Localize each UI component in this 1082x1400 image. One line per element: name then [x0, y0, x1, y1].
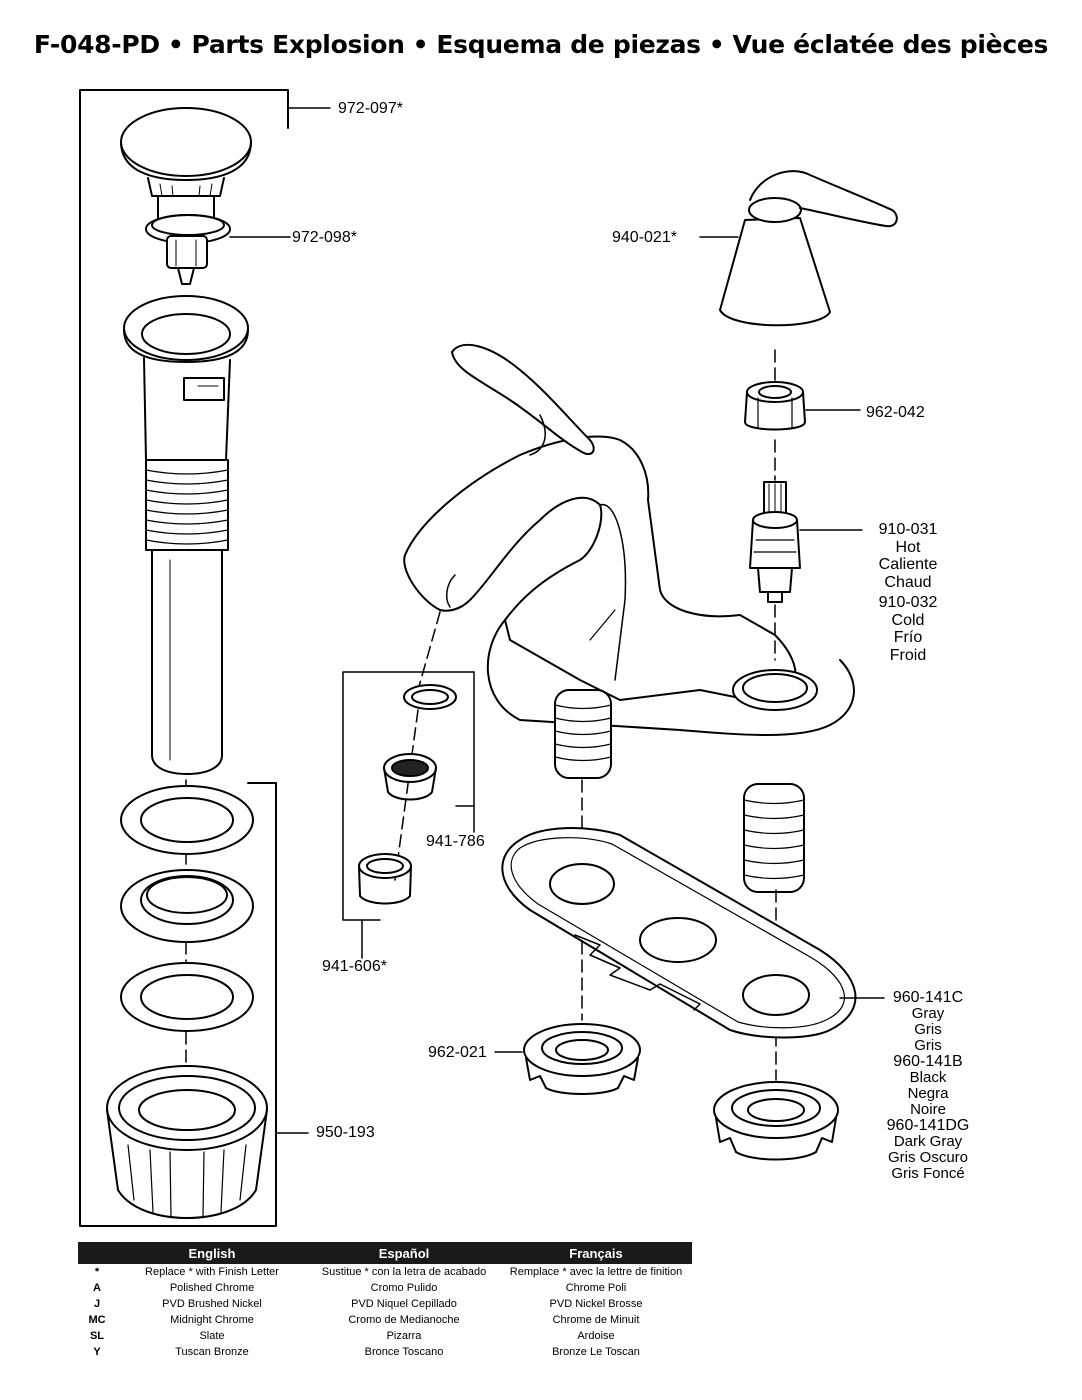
legend-row: Y Tuscan Bronze Bronce Toscano Bronze Le…: [78, 1344, 692, 1360]
finish-english: Midnight Chrome: [170, 1314, 254, 1326]
callout-962-021: 962-021: [428, 1044, 487, 1061]
callout-941-606: 941-606*: [322, 958, 387, 975]
callout-960-141b: 960-141B: [893, 1053, 963, 1070]
aerator-insert: [383, 753, 437, 801]
callout-960-141-group: 960-141C Gray Gris Gris 960-141B Black N…: [882, 990, 974, 1182]
legend-row: A Polished Chrome Cromo Pulido Chrome Po…: [78, 1280, 692, 1296]
finish-english: Polished Chrome: [169, 1282, 255, 1294]
color-gray-fr: Gris: [914, 1037, 942, 1054]
color-dark-gray-es: Gris Oscuro: [887, 1149, 968, 1166]
finish-french: Chrome de Minuit: [552, 1314, 640, 1326]
right-handle: [699, 170, 898, 327]
finish-legend-table: English Español Français * Replace * wit…: [78, 1242, 692, 1360]
title-separator: •: [708, 30, 725, 59]
finish-code: A: [93, 1282, 101, 1294]
finish-cold-es: Frío: [893, 629, 923, 646]
finish-code: MC: [88, 1314, 106, 1326]
finish-code: SL: [89, 1330, 105, 1342]
callout-910-031: 910-031: [878, 521, 938, 538]
color-dark-gray-fr: Gris Foncé: [891, 1165, 965, 1182]
aerator-washer: [403, 684, 457, 710]
handle-adapter: [744, 381, 861, 431]
callout-972-097: 972-097*: [338, 100, 403, 117]
callout-941-786: 941-786: [426, 833, 485, 850]
title-english: Parts Explosion: [191, 30, 405, 59]
title-french: Vue éclatée des pièces: [732, 30, 1049, 59]
finish-french: Ardoise: [577, 1330, 615, 1342]
drain-assembly-bracket: [79, 89, 331, 1227]
finish-spanish: PVD Niquel Cepillado: [351, 1298, 457, 1310]
finish-cold-en: Cold: [891, 611, 925, 629]
legend-header-row: English Español Français: [78, 1242, 692, 1264]
callout-972-098: 972-098*: [292, 229, 357, 246]
finish-french: Chrome Poli: [565, 1282, 627, 1294]
model-number: F-048-PD: [33, 30, 160, 59]
drain-body: [123, 295, 249, 775]
title-spanish: Esquema de piezas: [436, 30, 701, 59]
finish-english: PVD Brushed Nickel: [162, 1298, 262, 1310]
finish-hot-en: Hot: [895, 538, 921, 556]
color-black-en: Black: [909, 1069, 947, 1086]
color-black-fr: Noire: [910, 1101, 946, 1118]
legend-row: * Replace * with Finish Letter Sustitue …: [78, 1264, 692, 1280]
color-dark-gray-en: Dark Gray: [893, 1133, 963, 1150]
color-black-es: Negra: [907, 1085, 949, 1102]
title-separator: •: [412, 30, 429, 59]
finish-hot-fr: Chaud: [884, 573, 932, 591]
legend-header-code: [78, 1242, 116, 1264]
legend-row: MC Midnight Chrome Cromo de Medianoche C…: [78, 1312, 692, 1328]
legend-row: SL Slate Pizarra Ardoise: [78, 1328, 692, 1344]
legend-header-spanish: Español: [308, 1242, 500, 1264]
stopper-body: [145, 195, 291, 285]
faucet-body: [403, 343, 855, 893]
stopper-cap: [120, 107, 252, 197]
drain-washer: [120, 785, 254, 855]
legend-header-english: English: [116, 1242, 308, 1264]
escutcheon-plate: [501, 827, 885, 1039]
finish-french: Bronze Le Toscan: [552, 1346, 640, 1358]
color-gray-en: Gray: [911, 1005, 945, 1022]
drain-nut-ring: [120, 869, 254, 943]
callout-910-032: 910-032: [878, 594, 938, 611]
drain-gasket: [120, 962, 254, 1032]
callout-910-031-group: 910-031 Hot Caliente Chaud 910-032 Cold …: [866, 521, 950, 664]
finish-french: PVD Nickel Brosse: [549, 1298, 643, 1310]
finish-english: Tuscan Bronze: [175, 1346, 249, 1358]
finish-code: Y: [93, 1346, 101, 1358]
finish-code: J: [93, 1298, 101, 1310]
finish-spanish: Pizarra: [386, 1330, 422, 1342]
mounting-nut-left: [494, 1023, 641, 1095]
finish-english: Replace * with Finish Letter: [145, 1266, 279, 1278]
aerator-bracket: [342, 671, 475, 959]
finish-spanish: Sustitue * con la letra de acabado: [321, 1266, 487, 1278]
drain-locknut: [106, 1065, 268, 1219]
finish-code: *: [94, 1266, 100, 1278]
finish-spanish: Bronce Toscano: [364, 1346, 444, 1358]
callout-960-141dg: 960-141DG: [886, 1117, 970, 1134]
finish-english: Slate: [199, 1330, 225, 1342]
callout-950-193: 950-193: [316, 1124, 375, 1141]
aerator-housing: [358, 853, 412, 905]
mounting-nut-right: [713, 1081, 839, 1161]
legend-row: J PVD Brushed Nickel PVD Niquel Cepillad…: [78, 1296, 692, 1312]
page-title: F-048-PD•Parts Explosion•Esquema de piez…: [0, 30, 1082, 59]
finish-hot-es: Caliente: [878, 556, 938, 573]
callout-962-042: 962-042: [866, 404, 925, 421]
legend-header-french: Français: [500, 1242, 692, 1264]
callout-960-141c: 960-141C: [892, 989, 964, 1006]
callout-940-021: 940-021*: [612, 229, 677, 246]
finish-spanish: Cromo de Medianoche: [348, 1314, 460, 1326]
color-gray-es: Gris: [914, 1021, 942, 1038]
title-separator: •: [167, 30, 184, 59]
finish-spanish: Cromo Pulido: [370, 1282, 438, 1294]
valve-cartridge: [749, 481, 863, 603]
finish-cold-fr: Froid: [889, 646, 927, 664]
finish-french: Remplace * avec la lettre de finition: [509, 1266, 683, 1278]
